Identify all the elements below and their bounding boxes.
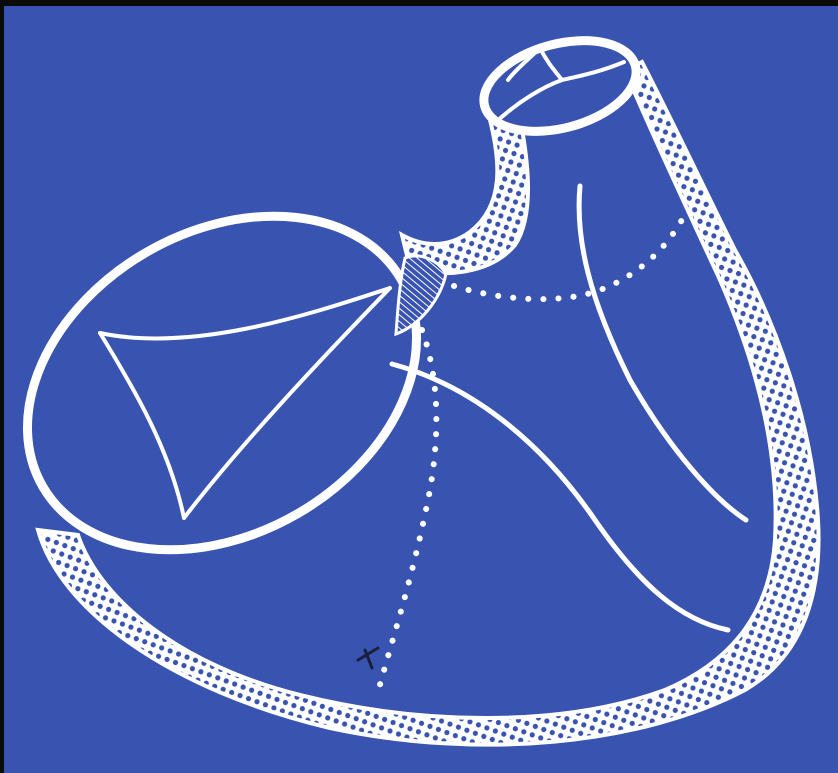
slide-frame-left bbox=[0, 0, 4, 773]
slide-frame-top bbox=[0, 0, 838, 6]
